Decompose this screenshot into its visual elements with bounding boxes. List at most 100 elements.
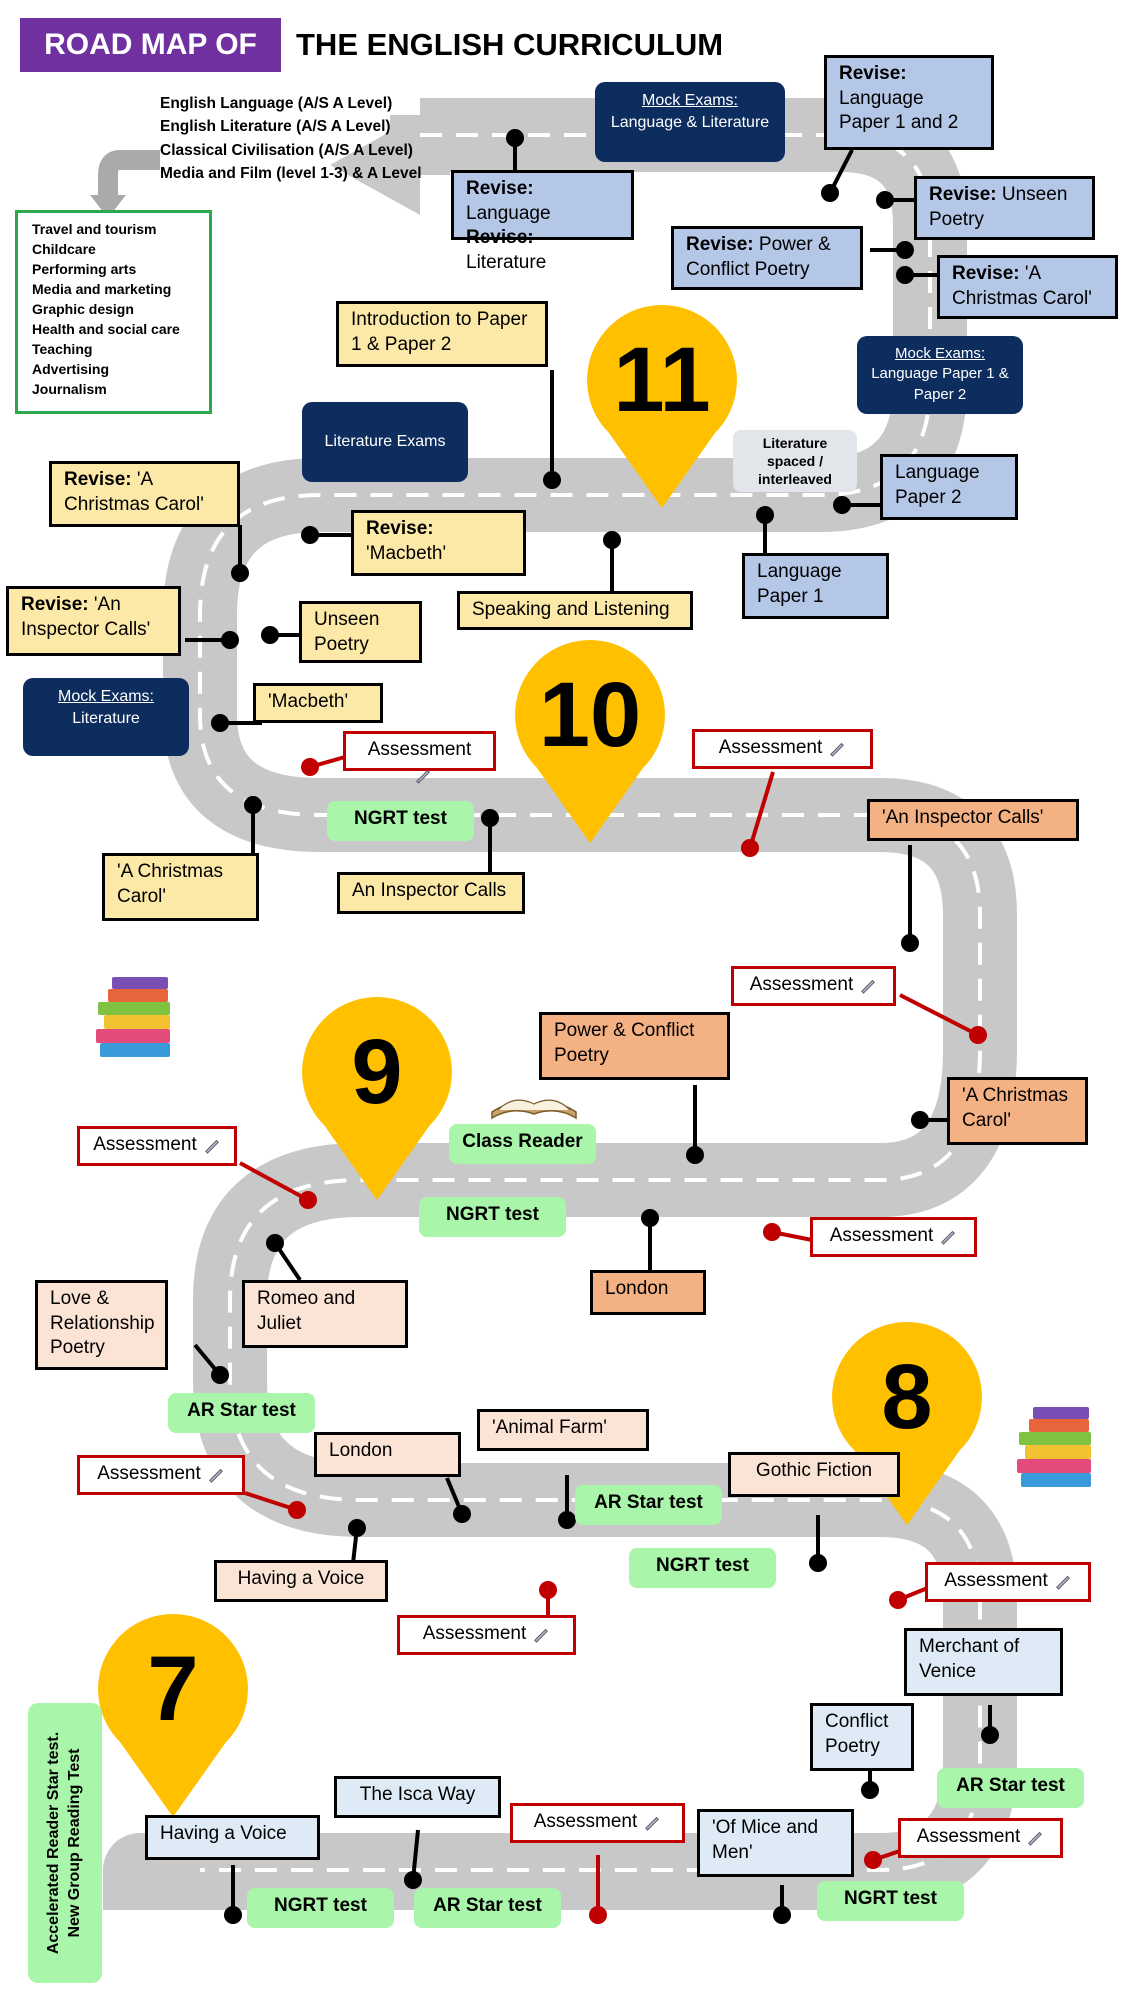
- an-inspector-calls: 'An Inspector Calls': [867, 799, 1079, 841]
- assessment: Assessment: [810, 1217, 977, 1257]
- literature-spaced-interleaved: Literature spaced / interleaved: [733, 430, 857, 492]
- revise-power-conflict: Revise: Power & Conflict Poetry: [671, 226, 863, 290]
- revise-text: 'A Christmas Carol': [64, 469, 204, 515]
- revise-bold: Revise:: [929, 184, 997, 205]
- year-10-label: 10: [538, 664, 642, 766]
- revise-bold: Revise:: [64, 469, 132, 490]
- mock-title: Mock Exams:: [894, 345, 985, 362]
- literature-exams: Literature Exams: [302, 402, 468, 482]
- pen-icon: [645, 1816, 660, 1831]
- year-9-label: 9: [351, 1021, 403, 1123]
- revise-bold: Revise:: [366, 518, 434, 539]
- mock-text: Literature: [72, 709, 140, 727]
- side-banner: Accelerated Reader Star test.New Group R…: [28, 1703, 102, 1983]
- assessment: Assessment: [731, 966, 896, 1006]
- assessment-label: Assessment: [829, 1225, 934, 1246]
- side-banner-line: Accelerated Reader Star test.: [45, 1731, 63, 1955]
- revise-bold: Revise:: [686, 234, 754, 255]
- careers-list: Travel and tourism Childcare Performing …: [15, 210, 212, 414]
- assessment: Assessment: [397, 1615, 576, 1655]
- london: London: [314, 1432, 461, 1477]
- macbeth: 'Macbeth': [253, 683, 383, 723]
- mock-text: Language Paper 1 & Paper 2: [871, 365, 1009, 403]
- an-inspector-calls-2: An Inspector Calls: [337, 872, 525, 914]
- pen-icon: [204, 1139, 219, 1154]
- open-book-icon: [491, 1099, 577, 1120]
- pen-icon: [861, 979, 876, 994]
- year-7-label: 7: [147, 1638, 199, 1740]
- assessment: Assessment: [925, 1562, 1091, 1602]
- animal-farm: 'Animal Farm': [477, 1409, 649, 1451]
- career-item: Advertising: [32, 361, 110, 378]
- mock-exams-literature: Mock Exams: Literature: [23, 678, 189, 756]
- love-relationship-poetry: Love & Relationship Poetry: [35, 1280, 168, 1370]
- revise-text: Literature: [466, 252, 547, 274]
- class-reader: Class Reader: [449, 1124, 596, 1164]
- pen-icon: [830, 742, 845, 757]
- revise-text: Language Paper 1 and 2: [839, 87, 959, 134]
- speaking-listening: Speaking and Listening: [457, 591, 693, 630]
- qualification-item: English Language (A/S A Level): [160, 95, 393, 112]
- romeo-and-juliet: Romeo and Juliet: [242, 1280, 408, 1348]
- ngrt-test: NGRT test: [629, 1548, 776, 1588]
- revise-language-papers: Revise: Language Paper 1 and 2: [824, 55, 994, 150]
- mock-title: Mock Exams:: [641, 92, 738, 109]
- pen-icon: [208, 1468, 223, 1483]
- career-item: Childcare: [32, 241, 96, 258]
- revise-bold: Revise:: [466, 178, 534, 199]
- revise-bold: Revise:: [466, 227, 534, 249]
- language-paper-2: Language Paper 2: [880, 454, 1018, 520]
- qualifications-list: English Language (A/S A Level) English L…: [160, 92, 422, 185]
- assessment-label: Assessment: [718, 737, 823, 758]
- ar-star-test: AR Star test: [575, 1485, 722, 1525]
- revise-text: 'An Inspector Calls': [21, 594, 151, 640]
- career-item: Teaching: [32, 341, 93, 358]
- career-item: Graphic design: [32, 301, 134, 318]
- revise-unseen-poetry: Revise: Unseen Poetry: [914, 176, 1095, 240]
- ngrt-test: NGRT test: [817, 1881, 964, 1921]
- side-banner-text: Accelerated Reader Star test.New Group R…: [44, 1732, 86, 1954]
- a-christmas-carol: 'A Christmas Carol': [102, 853, 259, 921]
- ar-star-test: AR Star test: [168, 1393, 315, 1433]
- of-mice-and-men: 'Of Mice and Men': [697, 1809, 854, 1877]
- revise-bold: Revise:: [21, 594, 89, 615]
- career-item: Performing arts: [32, 261, 137, 278]
- career-item: Travel and tourism: [32, 221, 157, 237]
- assessment-label: Assessment: [367, 739, 472, 760]
- revise-text: Unseen Poetry: [929, 184, 1068, 230]
- assessment-label: Assessment: [533, 1811, 638, 1832]
- revise-christmas-carol-2: Revise: 'A Christmas Carol': [49, 461, 240, 527]
- assessment: Assessment: [692, 729, 873, 769]
- assessment-label: Assessment: [93, 1134, 197, 1155]
- ar-star-test: AR Star test: [937, 1768, 1084, 1808]
- revise-bold: Revise:: [839, 63, 907, 84]
- assessment-label: Assessment: [97, 1463, 201, 1484]
- mock-exams-language-literature: Mock Exams: Language & Literature: [595, 82, 785, 162]
- ngrt-test: NGRT test: [327, 801, 474, 841]
- mock-title: Mock Exams:: [57, 688, 154, 705]
- assessment-label: Assessment: [944, 1570, 1048, 1591]
- assessment-label: Assessment: [422, 1623, 527, 1644]
- ngrt-test: NGRT test: [419, 1197, 566, 1237]
- career-item: Journalism: [32, 381, 107, 398]
- gothic-fiction: Gothic Fiction: [728, 1452, 900, 1497]
- revise-text: 'A Christmas Carol': [952, 263, 1092, 309]
- revise-text: Power & Conflict Poetry: [686, 234, 831, 280]
- assessment: Assessment: [77, 1455, 245, 1495]
- pen-icon: [534, 1628, 549, 1643]
- assessment: Assessment: [343, 731, 496, 784]
- revise-macbeth: Revise: 'Macbeth': [351, 510, 526, 576]
- books-stack-icon: [96, 977, 170, 1057]
- ngrt-test: NGRT test: [247, 1888, 394, 1928]
- books-stack-icon: [1017, 1407, 1091, 1487]
- having-a-voice: Having a Voice: [214, 1560, 388, 1602]
- revise-bold: Revise:: [952, 263, 1020, 284]
- power-conflict-poetry: Power & Conflict Poetry: [539, 1012, 730, 1080]
- unseen-poetry: Unseen Poetry: [299, 601, 422, 663]
- mock-text: Language & Literature: [610, 113, 770, 131]
- revise-inspector-calls: Revise: 'An Inspector Calls': [6, 586, 181, 656]
- title-highlight: ROAD MAP OF: [20, 18, 281, 72]
- intro-paper1-paper2: Introduction to Paper 1 & Paper 2: [336, 301, 548, 367]
- revise-language-literature: Revise: Language Revise: Literature: [451, 170, 634, 273]
- assessment: Assessment: [898, 1818, 1063, 1858]
